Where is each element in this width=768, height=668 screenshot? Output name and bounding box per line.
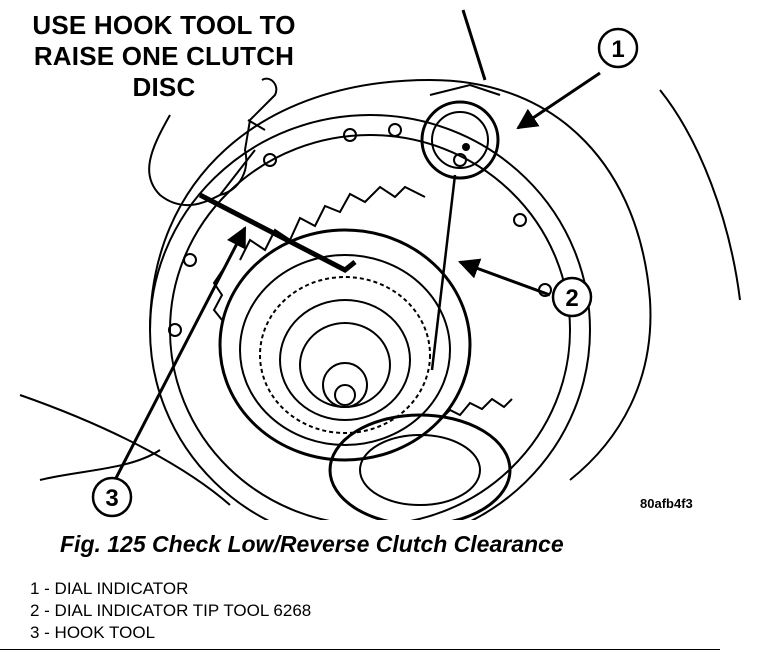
instruction-line-3: DISC	[132, 72, 196, 102]
case-outline	[19, 394, 231, 506]
instruction-line-1: USE HOOK TOOL TO	[32, 10, 296, 40]
legend-item-1: 1 - DIAL INDICATOR	[30, 579, 189, 598]
callout-marker-1: 1	[611, 36, 624, 63]
callout-marker-3: 3	[105, 485, 118, 512]
figure-caption: Fig. 125 Check Low/Reverse Clutch Cleara…	[60, 531, 564, 557]
image-code: 80afb4f3	[640, 496, 693, 511]
legend-item-2: 2 - DIAL INDICATOR TIP TOOL 6268	[30, 601, 312, 620]
dial-indicator	[420, 100, 500, 180]
indicator-tip	[430, 174, 457, 371]
hook-tool-instruction: USE HOOK TOOL TO RAISE ONE CLUTCH DISC	[14, 10, 314, 103]
clutch-clearance-illustration: 1 2 3	[19, 9, 741, 520]
clutch-housing	[149, 114, 591, 520]
hook-tool	[198, 192, 357, 273]
hand	[148, 77, 278, 206]
legend-item-3: 3 - HOOK TOOL	[30, 623, 156, 642]
callout-marker-2: 2	[565, 285, 578, 312]
bottom-divider	[0, 649, 720, 650]
clutch-pack	[218, 228, 472, 462]
legend: 1 - DIAL INDICATOR 2 - DIAL INDICATOR TI…	[30, 578, 311, 644]
callout-markers: 1 2 3	[91, 27, 639, 518]
instruction-line-2: RAISE ONE CLUTCH	[33, 41, 295, 71]
